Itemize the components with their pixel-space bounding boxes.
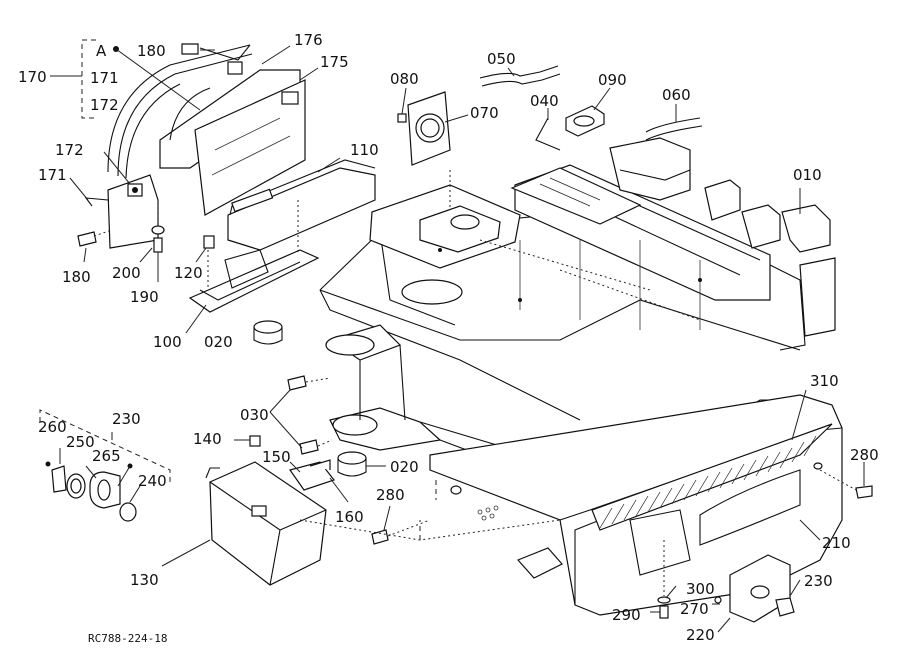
callout-240: 240 [138, 472, 167, 490]
lock-assembly-drawing [39, 409, 171, 522]
callout-010: 010 [793, 166, 822, 184]
callout-265: 265 [92, 447, 121, 465]
callout-labels: 170 A 171 172 180 176 175 172 171 180 20… [18, 31, 879, 644]
callout-230-right: 230 [804, 572, 833, 590]
callout-220: 220 [686, 626, 715, 644]
callout-110: 110 [350, 141, 379, 159]
callout-170: 170 [18, 68, 47, 86]
callout-310: 310 [810, 372, 839, 390]
callout-a: A [96, 42, 107, 60]
callout-180-top: 180 [137, 42, 166, 60]
callout-290: 290 [612, 606, 641, 624]
callout-130: 130 [130, 571, 159, 589]
callout-260: 260 [38, 418, 67, 436]
rear-cover-drawing [299, 389, 873, 616]
callout-060: 060 [662, 86, 691, 104]
callout-090: 090 [598, 71, 627, 89]
callout-120: 120 [174, 264, 203, 282]
callout-280-right: 280 [850, 446, 879, 464]
callout-040: 040 [530, 92, 559, 110]
guard-assembly-drawing [50, 39, 319, 282]
battery-box-drawing [161, 435, 349, 586]
callout-160: 160 [335, 508, 364, 526]
callout-270: 270 [680, 600, 709, 618]
callout-172-group: 172 [90, 96, 119, 114]
callout-172: 172 [55, 141, 84, 159]
callout-230-left: 230 [112, 410, 141, 428]
callout-175: 175 [320, 53, 349, 71]
figure-reference-code: RC788-224-18 [88, 632, 167, 645]
callout-020-left: 020 [204, 333, 233, 351]
callout-080: 080 [390, 70, 419, 88]
callout-176: 176 [294, 31, 323, 49]
callout-030: 030 [240, 406, 269, 424]
callout-190: 190 [130, 288, 159, 306]
callout-020-right: 020 [390, 458, 419, 476]
cover-plate-drawing [650, 540, 801, 633]
callout-250: 250 [66, 433, 95, 451]
callout-050: 050 [487, 50, 516, 68]
callout-280-left: 280 [376, 486, 405, 504]
callout-171: 171 [38, 166, 67, 184]
callout-150: 150 [262, 448, 291, 466]
callout-100: 100 [153, 333, 182, 351]
callout-200: 200 [112, 264, 141, 282]
tray-assembly-drawing [185, 157, 376, 334]
callout-300: 300 [686, 580, 715, 598]
top-small-parts-drawing [397, 65, 703, 225]
callout-070: 070 [470, 104, 499, 122]
callout-140: 140 [193, 430, 222, 448]
callout-171-group: 171 [90, 69, 119, 87]
callout-210: 210 [822, 534, 851, 552]
callout-180-bottom: 180 [62, 268, 91, 286]
